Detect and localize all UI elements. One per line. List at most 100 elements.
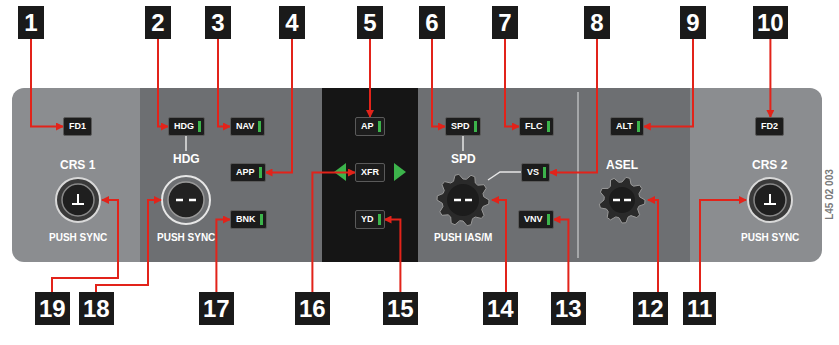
indicator-light [259, 167, 262, 178]
callout-number: 2 [151, 9, 164, 36]
callout-number: 3 [205, 6, 231, 39]
callout-number: 5 [363, 9, 376, 36]
mode-button: BNK [230, 210, 267, 229]
callout-number: 18 [79, 292, 114, 325]
figure-id: L45 02 003 [824, 169, 835, 220]
button-label: BNK [236, 214, 256, 224]
mode-button: HDG [168, 117, 205, 136]
knob-label: CRS 2 [752, 158, 787, 172]
callout-arrow [218, 39, 230, 127]
indicator-light [543, 167, 546, 178]
leader-line [52, 200, 118, 292]
callout-arrow [31, 39, 63, 127]
button-label: NAV [236, 121, 254, 131]
callout-number: 1 [24, 9, 37, 36]
indicator-light [198, 121, 201, 132]
callout-number: 17 [203, 295, 230, 322]
mode-button: VS [521, 163, 550, 182]
knob-label: ASEL [606, 158, 638, 172]
callout-arrow [505, 39, 519, 127]
callout-number: 12 [637, 295, 664, 322]
knob-label: PUSH SYNC [741, 232, 799, 243]
callout-number: 18 [83, 295, 110, 322]
mode-button: APP [230, 163, 266, 182]
callout-arrow [644, 39, 693, 127]
indicator-light [378, 214, 381, 225]
button-label: VS [527, 167, 539, 177]
callout-number: 8 [590, 9, 603, 36]
callout-number: 9 [680, 6, 706, 39]
gear-knob [599, 177, 645, 223]
button-label: HDG [174, 121, 194, 131]
button-label: XFR [361, 167, 379, 177]
indicator-light [547, 214, 550, 225]
callout-number: 7 [498, 9, 511, 36]
callout-number: 16 [295, 292, 330, 325]
mode-button: ALT [610, 117, 644, 136]
knob-label: CRS 1 [60, 158, 95, 172]
callout-number: 13 [555, 295, 582, 322]
callout-number: 9 [686, 9, 699, 36]
callout-arrow [158, 39, 168, 127]
callout-number: 2 [145, 6, 171, 39]
callout-arrow [312, 173, 355, 293]
callout-number: 4 [285, 9, 298, 36]
callout-number: 1 [18, 6, 44, 39]
callout-number: 13 [551, 292, 586, 325]
callout-number: 12 [633, 292, 668, 325]
callout-arrow [266, 39, 293, 173]
button-label: FLC [525, 121, 543, 131]
callout-number: 8 [584, 6, 610, 39]
indicator-light [258, 121, 261, 132]
callout-number: 11 [683, 292, 716, 325]
mode-button: AP [355, 117, 385, 136]
callout-number: 15 [383, 292, 418, 325]
indicator-light [637, 121, 640, 132]
mode-button: FLC [519, 117, 554, 136]
callout-number: 11 [687, 295, 712, 322]
leader-line [492, 200, 506, 292]
knob-label: PUSH SYNC [49, 232, 107, 243]
gear-knob [437, 174, 489, 225]
button-label: AP [361, 121, 374, 131]
callout-number: 14 [483, 292, 518, 325]
mode-button: FD1 [63, 117, 92, 136]
callout-number: 6 [425, 9, 438, 36]
mode-button: YD [355, 210, 385, 229]
callout-arrow [216, 220, 230, 293]
callout-number: 14 [487, 295, 514, 322]
callout-number: 17 [199, 292, 234, 325]
callout-number: 19 [35, 292, 70, 325]
mode-button: XFR [355, 163, 385, 182]
button-label: YD [361, 214, 374, 224]
callout-arrow [432, 39, 445, 127]
button-label: VNV [524, 214, 543, 224]
mode-button: VNV [518, 210, 554, 229]
knob-label: PUSH IAS/M [434, 232, 492, 243]
button-label: ALT [616, 121, 633, 131]
callout-arrow [550, 39, 597, 173]
mode-button: FD2 [755, 117, 784, 136]
button-label: FD1 [69, 121, 86, 131]
knob-label: HDG [173, 152, 200, 166]
mode-button: NAV [230, 117, 265, 136]
indicator-light [260, 214, 263, 225]
knob-label: PUSH SYNC [157, 232, 215, 243]
button-label: FD2 [761, 121, 778, 131]
knob-label: SPD [451, 152, 476, 166]
leader-line [648, 200, 658, 292]
callout-number: 3 [211, 9, 224, 36]
callout-number: 6 [419, 6, 445, 39]
leader-line [700, 200, 746, 292]
callout-number: 5 [357, 6, 383, 39]
callout-number: 4 [279, 6, 305, 39]
callout-number: 7 [492, 6, 518, 39]
callout-arrow [769, 39, 771, 117]
callout-number: 10 [753, 6, 788, 39]
callout-number: 10 [757, 9, 784, 36]
indicator-light [547, 121, 550, 132]
callout-number: 19 [39, 295, 66, 322]
button-label: APP [236, 167, 255, 177]
callout-arrow [369, 39, 371, 117]
